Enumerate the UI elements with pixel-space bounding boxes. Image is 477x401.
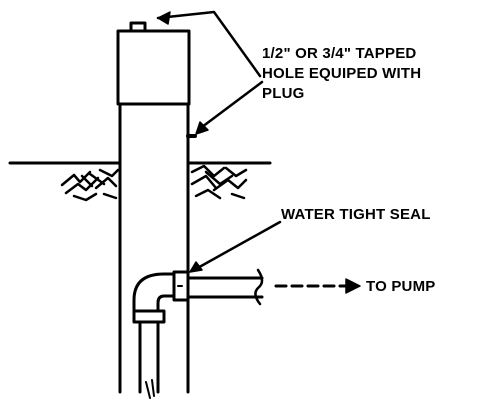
pipe-break — [254, 268, 264, 306]
leader-top-plug — [156, 10, 262, 78]
to-pump-label: TO PUMP — [366, 278, 436, 295]
bottom-break — [145, 379, 155, 399]
leader-seal-arrow — [189, 261, 203, 273]
pipe-coupling — [132, 309, 166, 324]
tapped-hole-label-line3: PLUG — [262, 85, 305, 102]
to-pump-arrowhead — [345, 278, 361, 294]
tapped-hole-label-line2: HOLE EQUIPED WITH — [262, 65, 422, 82]
soil-hatching-left — [60, 168, 120, 202]
leader-seal — [192, 220, 282, 272]
well-cap — [116, 29, 191, 106]
cap-plug — [129, 21, 147, 33]
leader-side-plug — [196, 80, 264, 132]
leader-top-arrow — [157, 11, 171, 25]
water-tight-seal-label: WATER TIGHT SEAL — [281, 206, 431, 223]
soil-hatching-right — [190, 164, 248, 200]
tapped-hole-label: 1/2" OR 3/4" TAPPED HOLE EQUIPED WITH PL… — [262, 44, 421, 104]
pipe-elbow — [132, 272, 176, 313]
tapped-hole-label-line1: 1/2" OR 3/4" TAPPED — [262, 45, 417, 62]
leader-side-arrow — [195, 121, 209, 135]
